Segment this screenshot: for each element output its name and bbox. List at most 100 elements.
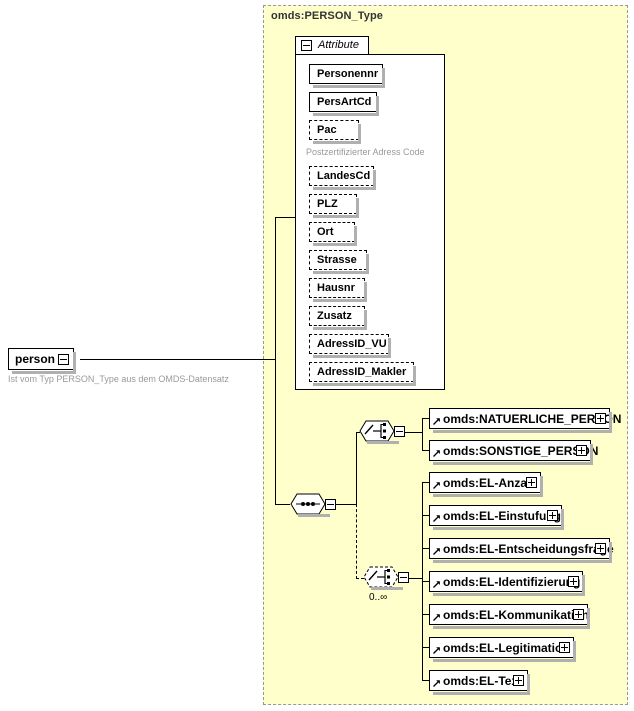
attribute-label: Personennr — [317, 68, 379, 80]
attribute-group-label: Attribute — [318, 39, 359, 51]
element-label: omds:EL-Anzahl — [443, 476, 538, 490]
connector-choice2-row7 — [422, 680, 430, 681]
connector-choice2-row5 — [422, 614, 430, 615]
plus-icon[interactable] — [595, 413, 606, 424]
plus-icon[interactable] — [568, 576, 579, 587]
attribute-persartcd[interactable]: PersArtCd — [309, 92, 379, 116]
attribute-plz[interactable]: PLZ — [309, 194, 359, 218]
choice-compositor-1[interactable] — [359, 420, 407, 445]
box-shadow-side — [527, 674, 530, 693]
attribute-label: Hausnr — [317, 282, 355, 294]
element-ref-natuerliche-person[interactable]: omds:NATUERLICHE_PERSON — [429, 408, 621, 433]
attribute-group-tab[interactable]: Attribute — [295, 36, 369, 55]
box-shadow-side — [373, 170, 376, 188]
box-shadow-side — [382, 68, 385, 86]
reference-arrow-icon — [433, 581, 440, 588]
element-ref-sonstige-person[interactable]: omds:SONSTIGE_PERSON — [429, 440, 598, 465]
box-shadow-side — [413, 366, 416, 384]
element-label: omds:EL-Text — [443, 674, 523, 688]
plus-icon[interactable] — [595, 543, 606, 554]
plus-icon[interactable] — [513, 675, 524, 686]
reference-arrow-icon — [433, 680, 440, 687]
element-ref-el-kommunikation[interactable]: omds:EL-Kommunikation — [429, 604, 590, 629]
connector-choice1-row1 — [422, 418, 430, 419]
attribute-strasse[interactable]: Strasse — [309, 250, 369, 274]
connector-choice2-row2 — [422, 515, 430, 516]
box-shadow — [12, 371, 76, 374]
connector-branch-choice1 — [356, 432, 360, 433]
box-shadow — [433, 527, 564, 530]
box-shadow — [433, 430, 612, 433]
box-shadow — [433, 626, 590, 629]
box-shadow-side — [582, 575, 585, 594]
element-ref-el-text[interactable]: omds:EL-Text — [429, 670, 530, 695]
element-ref-el-anzahl[interactable]: omds:EL-Anzahl — [429, 472, 543, 497]
sequence-compositor[interactable] — [290, 493, 338, 518]
attribute-label: Zusatz — [317, 310, 352, 322]
symbol-shadow — [367, 441, 399, 444]
reference-arrow-icon — [433, 548, 440, 555]
attribute-landescd[interactable]: LandesCd — [309, 166, 376, 190]
root-element-label: person — [15, 352, 56, 366]
box-shadow — [313, 327, 367, 330]
choice-compositor-2[interactable] — [363, 566, 411, 591]
symbol-shadow — [371, 587, 403, 590]
element-label: omds:NATUERLICHE_PERSON — [443, 412, 622, 426]
element-ref-el-identifizierung[interactable]: omds:EL-Identifizierung — [429, 571, 585, 596]
attribute-personennr[interactable]: Personennr — [309, 64, 385, 88]
attribute-ort[interactable]: Ort — [309, 222, 357, 246]
box-shadow — [313, 141, 361, 144]
element-ref-el-einstufung[interactable]: omds:EL-Einstufung — [429, 505, 564, 530]
connector-choice1-row2 — [422, 450, 430, 451]
connector-branch-down-dashed — [356, 504, 357, 579]
attribute-zusatz[interactable]: Zusatz — [309, 306, 367, 330]
box-shadow — [313, 215, 359, 218]
box-shadow — [433, 659, 576, 662]
plus-icon[interactable] — [526, 477, 537, 488]
box-shadow — [313, 271, 369, 274]
box-shadow — [433, 462, 593, 465]
attribute-label: Ort — [317, 226, 334, 238]
element-ref-el-legitimation[interactable]: omds:EL-Legitimation — [429, 637, 576, 662]
box-shadow-side — [590, 444, 593, 463]
minus-icon[interactable] — [398, 572, 409, 583]
box-shadow-side — [561, 509, 564, 528]
box-shadow — [313, 355, 391, 358]
minus-icon[interactable] — [58, 354, 69, 365]
root-element-annotation: Ist vom Typ PERSON_Type aus dem OMDS-Dat… — [8, 374, 229, 384]
connector-sequence-out — [336, 504, 357, 505]
connector-vertical-main — [275, 217, 276, 504]
connector-choice1-bus — [422, 418, 423, 451]
attribute-label: Pac — [317, 124, 337, 136]
element-label: omds:EL-Einstufung — [443, 509, 561, 523]
plus-icon[interactable] — [559, 642, 570, 653]
plus-icon[interactable] — [547, 510, 558, 521]
reference-arrow-icon — [433, 647, 440, 654]
connector-to-sequence — [275, 504, 290, 505]
root-element-person[interactable]: person — [8, 348, 76, 374]
attribute-hausnr[interactable]: Hausnr — [309, 278, 367, 302]
connector-branch-up — [356, 432, 357, 505]
connector-choice1-out — [405, 432, 423, 433]
minus-icon[interactable] — [301, 40, 312, 51]
box-shadow — [433, 593, 585, 596]
element-label: omds:SONSTIGE_PERSON — [443, 444, 599, 458]
connector-choice2-out — [409, 578, 423, 579]
element-ref-el-entscheidungsfrage[interactable]: omds:EL-Entscheidungsfrage — [429, 538, 614, 563]
box-shadow-side — [609, 412, 612, 431]
box-shadow-side — [358, 124, 361, 142]
box-shadow — [313, 299, 367, 302]
minus-icon[interactable] — [325, 499, 336, 510]
attribute-adressid-vu[interactable]: AdressID_VU — [309, 334, 391, 358]
minus-icon[interactable] — [394, 426, 405, 437]
plus-icon[interactable] — [576, 445, 587, 456]
connector-to-attribute-box — [275, 217, 296, 218]
attribute-pac[interactable]: Pac — [309, 120, 361, 144]
connector-root-to-type — [80, 359, 275, 360]
attribute-adressid-makler[interactable]: AdressID_Makler — [309, 362, 416, 386]
box-shadow — [313, 85, 385, 88]
box-shadow — [313, 187, 376, 190]
box-shadow-side — [540, 476, 543, 495]
box-shadow-side — [356, 198, 359, 216]
plus-icon[interactable] — [573, 609, 584, 620]
